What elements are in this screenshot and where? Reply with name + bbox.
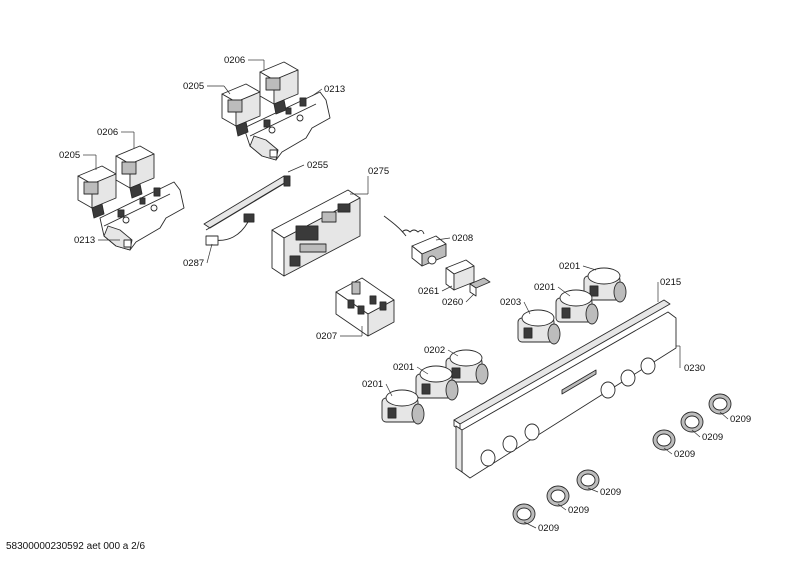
rotary-switch-upper-mid bbox=[555, 289, 599, 325]
knob-ring-left-bottom bbox=[512, 503, 536, 525]
terminal-block bbox=[335, 277, 395, 337]
cable-harness bbox=[203, 175, 291, 246]
label-0255: 0255 bbox=[307, 160, 328, 171]
knob-ring-right-mid bbox=[680, 411, 704, 433]
part-labels: 0206 0205 0213 0206 0205 0213 0255 0287 … bbox=[59, 55, 751, 534]
label-0201-top: 0201 bbox=[559, 261, 580, 272]
label-0201-lower-mid: 0201 bbox=[393, 362, 414, 373]
label-0209-left-mid: 0209 bbox=[568, 505, 589, 516]
thermostat bbox=[383, 215, 447, 267]
label-0213-upper: 0213 bbox=[324, 84, 345, 95]
label-0287: 0287 bbox=[183, 258, 204, 269]
label-0209-left-bottom: 0209 bbox=[538, 523, 559, 534]
knob-ring-left-mid bbox=[546, 485, 570, 507]
label-0202: 0202 bbox=[424, 345, 445, 356]
control-panel-fascia bbox=[455, 311, 677, 479]
rotary-switch-lower-mid bbox=[415, 365, 459, 401]
electronic-module bbox=[271, 189, 361, 277]
rotary-switch-0202 bbox=[445, 349, 489, 385]
label-0203: 0203 bbox=[500, 297, 521, 308]
label-0206-upper: 0206 bbox=[224, 55, 245, 66]
label-0230: 0230 bbox=[684, 363, 705, 374]
knob-ring-left-top bbox=[576, 469, 600, 491]
rotary-switch-upper-right bbox=[583, 267, 627, 303]
switch-box-upper-right bbox=[259, 61, 299, 115]
label-0209-left-top: 0209 bbox=[600, 487, 621, 498]
label-0207: 0207 bbox=[316, 331, 337, 342]
label-0261: 0261 bbox=[418, 286, 439, 297]
rotary-switch-lower-left bbox=[381, 389, 425, 425]
switch-box-lower-right bbox=[115, 145, 155, 199]
label-0209-right-bottom: 0209 bbox=[674, 449, 695, 460]
clip-0261 bbox=[445, 259, 475, 291]
switch-box-upper-left bbox=[221, 83, 261, 137]
label-0208: 0208 bbox=[452, 233, 473, 244]
label-0209-right-top: 0209 bbox=[730, 414, 751, 425]
document-id: 58300000230592 aet 000 a 2/6 bbox=[6, 541, 146, 552]
label-0260: 0260 bbox=[442, 297, 463, 308]
label-0215: 0215 bbox=[660, 277, 681, 288]
label-0201-mid: 0201 bbox=[534, 282, 555, 293]
label-0205-lower: 0205 bbox=[59, 150, 80, 161]
clip-0260 bbox=[469, 277, 491, 297]
switch-bracket-upper bbox=[243, 91, 331, 161]
switch-box-lower-left bbox=[77, 165, 117, 219]
leader-lines bbox=[83, 59, 729, 529]
label-0213-lower: 0213 bbox=[74, 235, 95, 246]
knob-ring-right-top bbox=[708, 393, 732, 415]
label-0209-right-mid: 0209 bbox=[702, 432, 723, 443]
knob-ring-right-bottom bbox=[652, 429, 676, 451]
label-0205-upper: 0205 bbox=[183, 81, 204, 92]
label-0275: 0275 bbox=[368, 166, 389, 177]
rotary-switch-0203 bbox=[517, 309, 561, 345]
switch-bracket-lower bbox=[99, 181, 185, 251]
label-0201-lower-left: 0201 bbox=[362, 379, 383, 390]
label-0206-lower: 0206 bbox=[97, 127, 118, 138]
